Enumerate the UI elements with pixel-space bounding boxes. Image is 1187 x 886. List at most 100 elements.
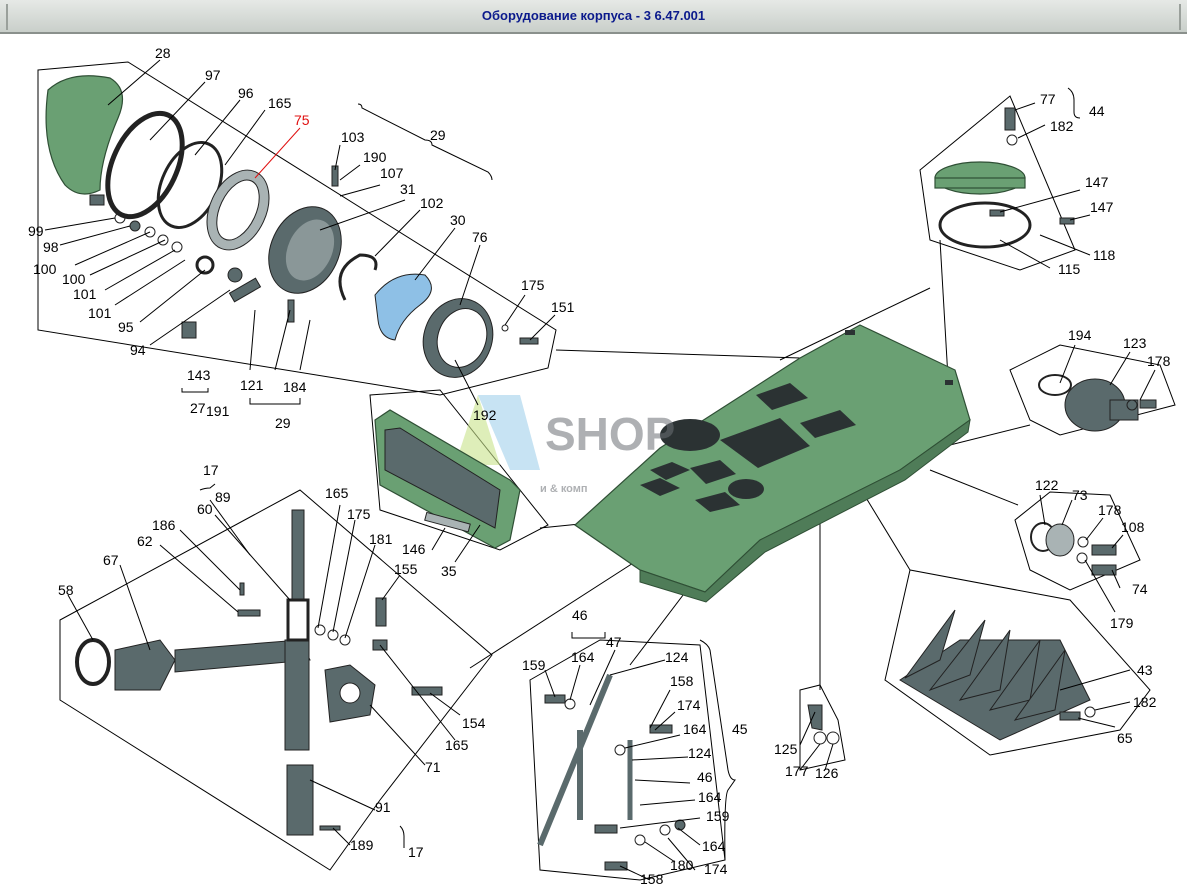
label-189: 189	[350, 837, 374, 853]
label-125: 125	[774, 741, 798, 757]
label-30: 30	[450, 212, 466, 228]
hub-assembly	[45, 75, 539, 378]
label-99: 99	[28, 223, 44, 239]
label-159: 159	[522, 657, 546, 673]
label-191: 191	[206, 403, 230, 419]
label-151: 151	[551, 299, 575, 315]
label-178: 178	[1147, 353, 1171, 369]
label-43: 43	[1137, 662, 1153, 678]
label-121: 121	[240, 377, 264, 393]
label-60: 60	[197, 501, 213, 517]
label-100a: 100	[33, 261, 57, 277]
label-101b: 101	[88, 305, 112, 321]
label-190: 190	[363, 149, 387, 165]
parts-diagram: SHOP и & комп	[28, 45, 1176, 886]
label-154: 154	[462, 715, 486, 731]
label-65: 65	[1117, 730, 1133, 746]
label-29: 29	[430, 127, 446, 143]
label-108: 108	[1121, 519, 1145, 535]
label-165: 165	[268, 95, 292, 111]
window-title: Оборудование корпуса - 3 6.47.001	[481, 8, 706, 23]
label-182: 182	[1050, 118, 1074, 134]
label-17: 17	[203, 462, 219, 478]
label-74: 74	[1132, 581, 1148, 597]
label-102: 102	[420, 195, 444, 211]
label-158: 158	[670, 673, 694, 689]
hatch-assembly	[374, 409, 521, 549]
label-143: 143	[187, 367, 211, 383]
label-174: 174	[677, 697, 701, 713]
label-124: 124	[665, 649, 689, 665]
group-frames	[37, 61, 1176, 881]
label-164: 164	[571, 649, 595, 665]
label-96: 96	[238, 85, 254, 101]
label-103: 103	[341, 129, 365, 145]
label-89: 89	[215, 489, 231, 505]
label-29-bottom: 29	[275, 415, 291, 431]
linkage-assembly	[537, 673, 686, 871]
watermark-brand: SHOP	[545, 408, 675, 460]
label-122: 122	[1035, 477, 1059, 493]
label-178b: 178	[1098, 502, 1122, 518]
label-107: 107	[380, 165, 404, 181]
label-44: 44	[1089, 103, 1105, 119]
label-194: 194	[1068, 327, 1092, 343]
label-155: 155	[394, 561, 418, 577]
watermark: SHOP и & комп	[455, 395, 675, 495]
label-67: 67	[103, 552, 119, 568]
label-126: 126	[815, 765, 839, 781]
label-31: 31	[400, 181, 416, 197]
cover-assembly	[934, 107, 1075, 249]
label-158b: 158	[640, 871, 664, 886]
bracket-assembly	[807, 704, 840, 745]
label-186: 186	[152, 517, 176, 533]
lever-assembly	[75, 509, 443, 836]
label-101a: 101	[73, 286, 97, 302]
label-175b: 175	[347, 506, 371, 522]
flange-assembly	[1038, 374, 1157, 432]
label-165b: 165	[325, 485, 349, 501]
label-164c: 164	[698, 789, 722, 805]
label-164d: 164	[702, 838, 726, 854]
label-71: 71	[425, 759, 441, 775]
label-165c: 165	[445, 737, 469, 753]
label-147a: 147	[1085, 174, 1109, 190]
label-100b: 100	[62, 271, 86, 287]
label-27: 27	[190, 400, 206, 416]
blade-assembly	[899, 609, 1096, 741]
label-181: 181	[369, 531, 393, 547]
title-bar: Оборудование корпуса - 3 6.47.001	[0, 0, 1187, 34]
title-bar-edge-right	[1179, 4, 1181, 30]
label-147b: 147	[1090, 199, 1114, 215]
label-175: 175	[521, 277, 545, 293]
plug-assembly	[1030, 522, 1117, 576]
label-177: 177	[785, 763, 809, 779]
label-45: 45	[732, 721, 748, 737]
label-17b: 17	[408, 844, 424, 860]
label-95: 95	[118, 319, 134, 335]
label-174b: 174	[704, 861, 728, 877]
label-91: 91	[375, 799, 391, 815]
label-182b: 182	[1133, 694, 1157, 710]
label-180: 180	[670, 857, 694, 873]
label-146: 146	[402, 541, 426, 557]
part-labels: 28 97 96 165 75 103 29 190 107 31 102 30…	[28, 45, 1171, 886]
label-94: 94	[130, 342, 146, 358]
label-192: 192	[473, 407, 497, 423]
label-35: 35	[441, 563, 457, 579]
label-73: 73	[1072, 487, 1088, 503]
label-28: 28	[155, 45, 171, 61]
title-bar-edge-left	[6, 4, 8, 30]
hull-body	[574, 324, 971, 603]
label-118: 118	[1093, 247, 1116, 263]
label-184: 184	[283, 379, 307, 395]
leader-lines	[44, 59, 1156, 881]
label-98: 98	[43, 239, 59, 255]
label-115: 115	[1058, 261, 1081, 277]
watermark-tagline: и & комп	[540, 483, 588, 495]
label-97: 97	[205, 67, 221, 83]
label-47: 47	[606, 634, 622, 650]
label-124b: 124	[688, 745, 712, 761]
label-62: 62	[137, 533, 153, 549]
label-159b: 159	[706, 808, 730, 824]
